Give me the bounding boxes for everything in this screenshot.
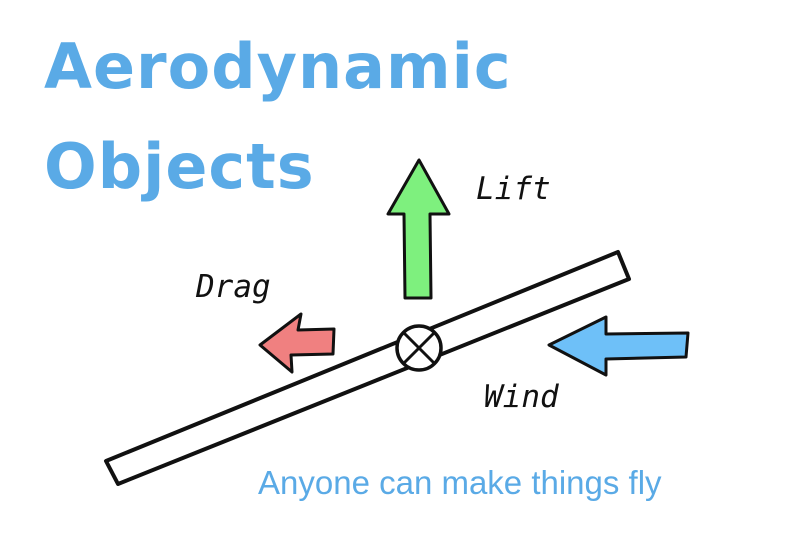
lift-arrow <box>386 158 451 300</box>
tagline: Anyone can make things fly <box>258 464 662 501</box>
lift-label: Lift <box>476 171 551 207</box>
title-line-objects: Objects <box>44 130 315 203</box>
drag-arrow <box>258 312 336 374</box>
wind-arrow <box>547 315 690 377</box>
wing-plank <box>104 250 631 486</box>
pivot-circle-x-icon <box>395 324 443 372</box>
wind-label: Wind <box>484 379 559 415</box>
title-line-aerodynamic: Aerodynamic <box>44 30 512 103</box>
drag-label: Drag <box>196 269 271 305</box>
